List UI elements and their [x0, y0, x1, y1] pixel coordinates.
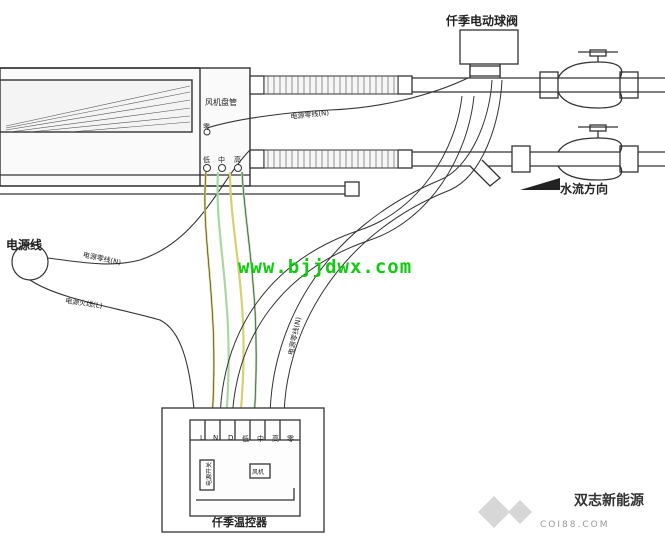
terminal-low-label: 低: [203, 156, 210, 164]
terminal-zero-label: 零: [203, 123, 210, 131]
lower-hose: [263, 149, 399, 169]
terminal-low: 低: [242, 435, 249, 443]
electric-valve-box: [459, 29, 519, 78]
terminal-mid: 中: [257, 435, 264, 443]
fan-coil-unit: [0, 67, 251, 187]
panel-relay-label: 电源开关: [206, 461, 213, 486]
unit-terminals: [203, 128, 242, 172]
terminal-high-label: 高: [234, 156, 241, 164]
upper-pipe: [249, 49, 665, 109]
watermark-brand: 双志新能源: [574, 493, 644, 509]
flow-arrow: [520, 178, 560, 190]
terminal-D: D: [228, 434, 234, 442]
valve-label: 仟季电动球阀: [446, 14, 519, 28]
terminal-N: N: [213, 434, 219, 442]
flow-direction-label: 水流方向: [560, 182, 609, 196]
coil-fins: [5, 85, 191, 133]
power-line-label: 电源线: [6, 238, 43, 252]
watermark-logo: [478, 496, 532, 528]
panel-fan-label: 风机: [252, 469, 265, 476]
fan-coil-label: 风机盘管: [205, 98, 237, 107]
terminal-zero: 零: [287, 435, 294, 443]
website-url: www.bjjdwx.com: [238, 256, 413, 278]
watermark-site: COI88.COM: [540, 520, 610, 530]
wires: [29, 77, 503, 421]
terminal-L: L: [200, 434, 204, 442]
terminal-mid-label: 中: [218, 156, 225, 164]
terminal-high: 高: [272, 435, 279, 443]
upper-hose: [263, 75, 399, 95]
controller-box: [161, 407, 325, 533]
unit-rail: [0, 174, 360, 197]
controller-label: 仟季温控器: [212, 516, 267, 529]
